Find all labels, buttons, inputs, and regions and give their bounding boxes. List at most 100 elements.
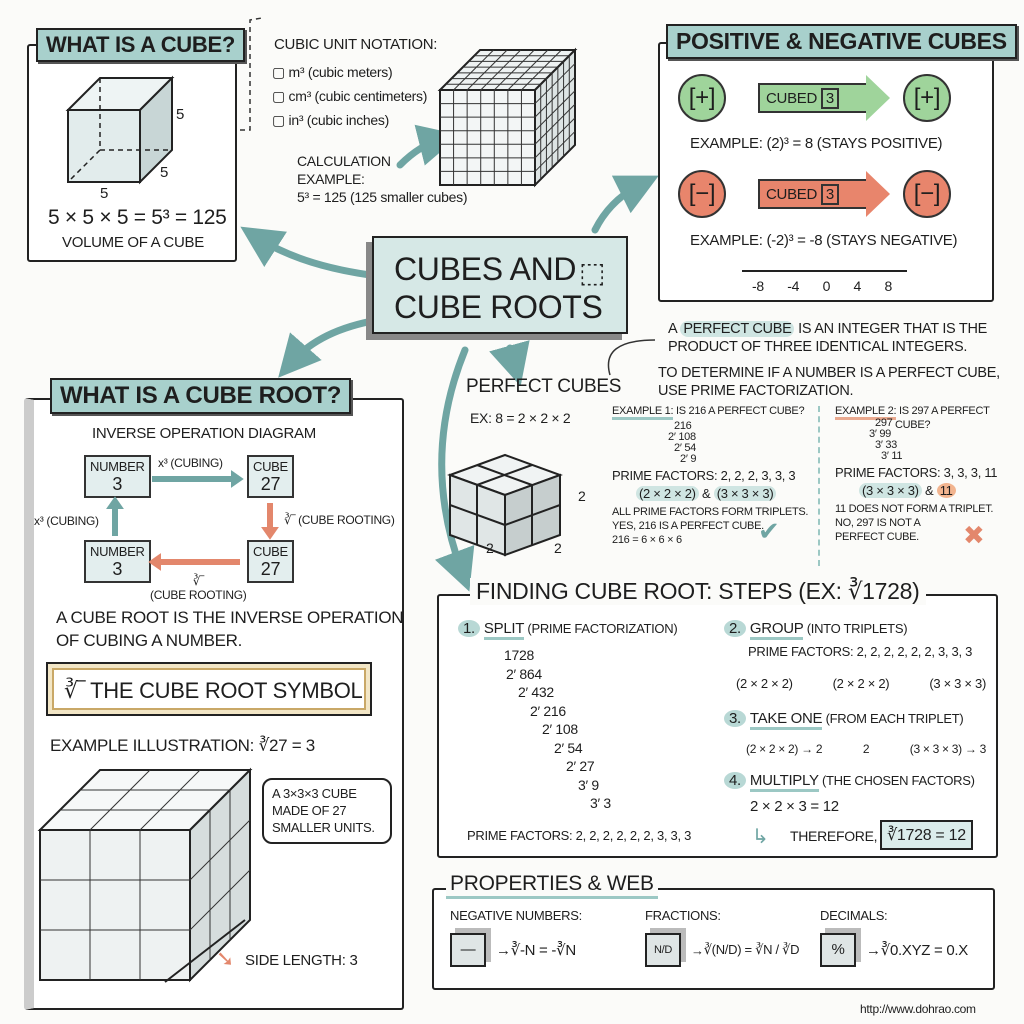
cube-icon: — [450,933,486,967]
arrow-to-root-box [278,316,382,378]
arrow-to-grid-cube [396,124,461,169]
arrow-head [866,171,890,217]
dim-label: 2 [486,540,494,556]
cube-icon: % [820,933,856,967]
perfect-determine: TO DETERMINE IF A NUMBER IS A PERFECT CU… [658,365,1000,399]
product: 2 × 2 × 3 = 12 [750,798,839,815]
cube-box-title: WHAT IS A CUBE? [36,28,245,62]
tree-node: 3′ 3 [590,795,611,811]
divider [818,406,820,566]
arrow-to-signs [591,175,659,234]
perfect-example: EX: 8 = 2 × 2 × 2 [470,410,571,426]
cube-root-symbol: ∛‾ [64,678,85,703]
notation-heading: CUBIC UNIT NOTATION: [274,36,438,53]
volume-caption: VOLUME OF A CUBE [62,234,204,251]
checkmark-icon: ✔ [758,516,780,546]
diagram-title: INVERSE OPERATION DIAGRAM [92,425,316,442]
small-cube-icon: ▢ [272,64,289,80]
arrow-to-cube-box [240,226,374,279]
therefore-label: THEREFORE, [790,828,878,844]
notation-item: ▢ cm³ (cubic centimeters) [272,88,428,104]
example-illustration: EXAMPLE ILLUSTRATION: ∛27 = 3 [50,736,315,755]
negative-example: EXAMPLE: (-2)³ = -8 (STAYS NEGATIVE) [690,232,958,249]
cube-icon: N/D [645,933,681,967]
cube-icon: ⬚ [579,257,606,288]
side-label: 5 [176,106,185,123]
main-title: CUBES AND CUBE ROOTS ⬚ [372,236,628,334]
steps-title: FINDING CUBE ROOT: STEPS (EX: ∛1728) [470,578,926,605]
step-3: 3.TAKE ONE (FROM EACH TRIPLET) [724,710,964,730]
properties-title: PROPERTIES & WEB [446,872,658,899]
arrow-head [866,75,890,121]
dashed-connector [240,17,263,131]
small-cube-icon: ▢ [272,112,289,128]
rubik-cube-illustration [37,767,253,983]
notation-item: ▢ in³ (cubic inches) [272,112,389,128]
positive-example: EXAMPLE: (2)³ = 8 (STAYS POSITIVE) [690,135,943,152]
symbol-banner: ∛‾ THE CUBE ROOT SYMBOL [46,662,372,716]
cubed-arrow-negative: CUBED 3 [758,179,868,209]
step-1: 1.SPLIT (PRIME FACTORIZATION) [458,620,678,640]
tree-node: 3′ 9 [578,776,599,793]
perfect-definition: A PERFECT CUBE IS AN INTEGER THAT IS THE… [668,321,987,355]
tree-node: 2′ 54 [554,739,583,756]
tree-node: 2′ 864 [506,665,542,682]
notation-item: ▢ m³ (cubic meters) [272,64,393,80]
factor-tree: 1728 2′ 864 2′ 432 2′ 216 2′ 108 2′ 54 2′ 27 3′… [494,646,611,813]
property-negative: NEGATIVE NUMBERS: —→ ∛-N = -∛N [450,908,640,967]
triplet-groups: (2 × 2 × 2)(2 × 2 × 2)(3 × 3 × 3) [736,676,986,691]
tree-node: 1728 [504,647,534,663]
therefore-arrow-icon: ↳ [752,826,769,848]
grid-cube-illustration [437,47,578,188]
volume-formula: 5 × 5 × 5 = 5³ = 125 [48,206,227,229]
side-length-label: SIDE LENGTH: 3 [245,952,358,969]
cross-icon: ✖ [963,520,985,550]
signs-title: POSITIVE & NEGATIVE CUBES [666,24,1017,59]
cubing-label: x³ (CUBING) [34,514,99,528]
steps-box [437,594,998,858]
root-box-title: WHAT IS A CUBE ROOT? [50,378,352,414]
rooting-label: ∛‾ (CUBE ROOTING) [284,513,395,527]
property-decimals: DECIMALS: %→ ∛0.XYZ = 0.X [820,908,990,967]
final-answer: ∛1728 = 12 [880,820,973,850]
side-label: 5 [160,164,169,181]
curl-connector [607,339,656,376]
step-2: 2.GROUP (INTO TRIPLETS) [724,620,908,640]
small-cube-icon: ▢ [272,88,289,104]
inverse-arrows [106,470,279,571]
negative-circle: [−] [678,170,726,218]
cubed-arrow-positive: CUBED 3 [758,83,868,113]
tree-node: 2′ 216 [530,702,566,719]
tree-node: 2′ 27 [566,758,595,774]
footer-url[interactable]: http://www.dohrao.com [860,1002,976,1016]
properties-box [432,888,995,990]
step-1-factors: PRIME FACTORS: 2, 2, 2, 2, 2, 2, 3, 3, 3 [467,828,692,843]
positive-circle: [+] [678,74,726,122]
side-label: 5 [100,185,109,202]
arrow-to-perfect [489,340,530,387]
number-line [742,270,907,272]
cube-cluster-illustration [447,453,563,557]
properties-list: NEGATIVE NUMBERS: —→ ∛-N = -∛N FRACTIONS… [450,908,990,967]
tree-node: 2′ 432 [518,684,554,700]
property-fractions: FRACTIONS: N/D→ ∛(N/D) = ∛N / ∛D [645,908,815,967]
arrow-icon: ➘ [216,946,235,971]
step-4: 4.MULTIPLY (THE CHOSEN FACTORS) [724,772,975,792]
negative-result-circle: [−] [903,170,951,218]
cube-illustration [65,75,175,185]
perfect-title: PERFECT CUBES [466,376,622,397]
rooting-label: ∛‾(CUBE ROOTING) [150,574,247,602]
tree-node: 2′ 108 [542,721,578,737]
step-2-factors: PRIME FACTORS: 2, 2, 2, 2, 2, 2, 3, 3, 3 [748,644,973,659]
positive-result-circle: [+] [903,74,951,122]
